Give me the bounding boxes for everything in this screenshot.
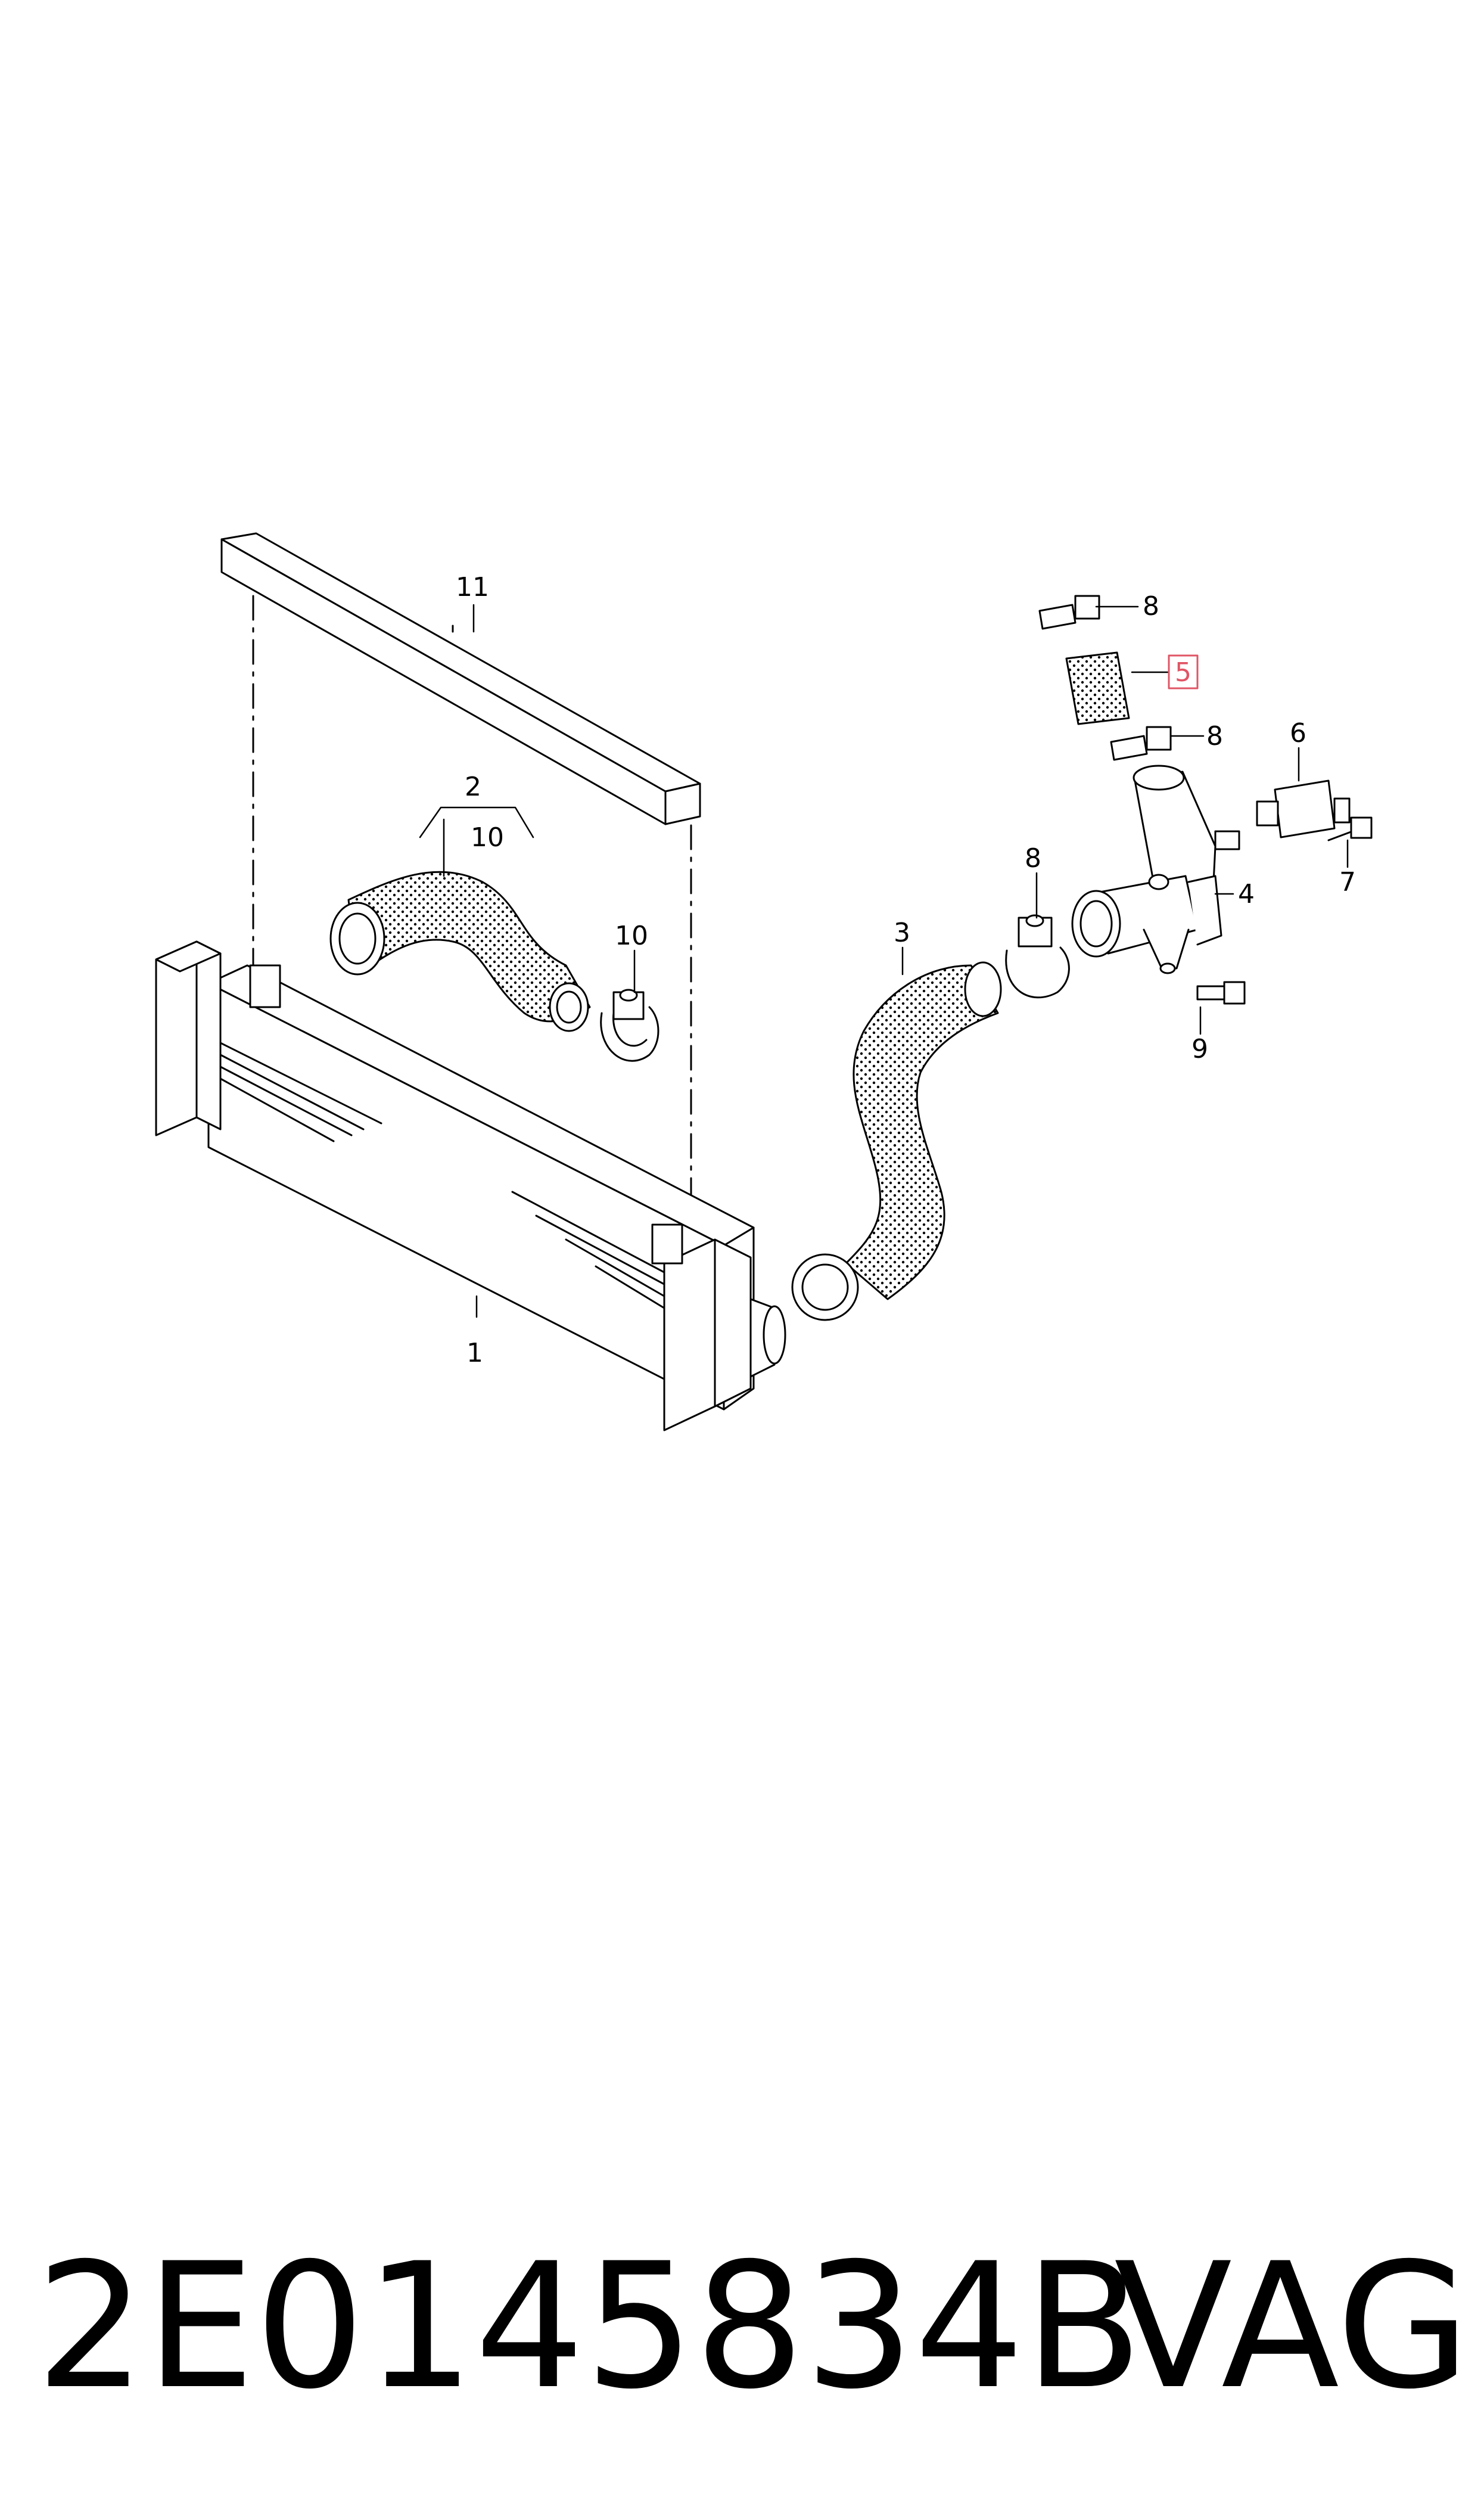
screw-right [1327, 816, 1373, 841]
callout-11: 11 [456, 572, 489, 602]
bolt-upper [1038, 595, 1100, 630]
alignment-lines [252, 595, 692, 1229]
callout-9: 9 [1191, 1034, 1208, 1064]
callout-3: 3 [894, 918, 910, 948]
callout-8-top: 8 [1143, 591, 1159, 622]
highlight-box [1168, 654, 1199, 689]
highlighted-part [1065, 651, 1130, 725]
callout-5: 5 [1175, 657, 1191, 688]
callout-8-middle: 8 [1206, 721, 1223, 751]
callout-10-clamp: 10 [615, 921, 648, 951]
hose-clamp-lower [1005, 914, 1070, 999]
callout-4: 4 [1238, 879, 1255, 909]
sensor [1256, 779, 1351, 838]
brand-name: VAG [1114, 2226, 1470, 2427]
callout-labels: 1 2 10 10 11 3 8 8 8 5 6 7 4 9 [456, 572, 1356, 1368]
upper-hose [329, 871, 591, 1032]
bolt-middle [1110, 726, 1172, 761]
part-number: 2E0145834B [36, 2226, 1143, 2427]
lower-hose [791, 961, 1002, 1321]
callout-6: 6 [1290, 718, 1306, 748]
bolt-lower [1196, 981, 1246, 1005]
foam-strip [220, 532, 701, 825]
coolant-pipe [1071, 765, 1240, 974]
callout-7: 7 [1339, 867, 1356, 897]
callout-2: 2 [465, 772, 481, 802]
callout-8-lower: 8 [1025, 843, 1041, 874]
intercooler [155, 940, 786, 1431]
hose-clamp [600, 989, 659, 1062]
callout-1: 1 [466, 1338, 483, 1368]
leader-lines [419, 604, 1349, 1318]
callout-10-hose: 10 [471, 822, 504, 853]
